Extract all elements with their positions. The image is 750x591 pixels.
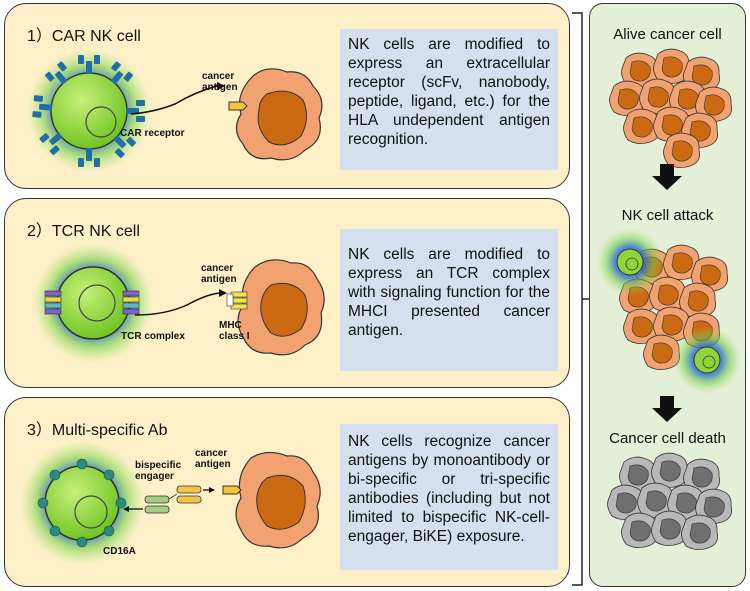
down-arrow-1 — [652, 164, 682, 190]
antigen-label-text-line2: antigen — [195, 459, 231, 470]
antigen-label-text: cancer — [202, 71, 234, 82]
nk-nucleus — [85, 106, 117, 138]
arrow-to-nk — [123, 506, 129, 512]
antigen-label-text-line2: antigen — [202, 82, 238, 93]
outcome-panel: Alive cancer cell NK cell attack Cancer … — [589, 3, 746, 587]
cancer-nucleus — [260, 282, 308, 337]
attacking-nk-cell-2 — [693, 346, 721, 374]
car-nk-description: NK cells are modified to express an extr… — [340, 29, 558, 170]
alive-cancer-cluster — [609, 48, 732, 169]
nk-nucleus — [78, 284, 116, 322]
dead-cell-cluster — [607, 452, 732, 550]
multi-specific-ab-title: 3）Multi-specific Ab — [27, 422, 168, 439]
nk-nucleus — [74, 495, 108, 529]
antigen-label-text: cancer — [201, 263, 233, 274]
cancer-antigen — [222, 485, 242, 495]
cd16a-label: CD16A — [103, 546, 136, 557]
binding-arrow — [130, 85, 218, 115]
mhc-label-text: MHC — [219, 320, 242, 331]
tcr-nk-title: 2）TCR NK cell — [27, 223, 140, 240]
car-nk-title: 1）CAR NK cell — [27, 28, 141, 45]
alive-cancer-title: Alive cancer cell — [613, 26, 722, 43]
arrow-to-antigen — [209, 487, 215, 493]
bispecific-engager — [144, 485, 202, 514]
car-nk-panel: 1）CAR NK cell — [4, 3, 570, 189]
antigen-label-text: cancer — [195, 448, 227, 459]
cancer-nucleus — [256, 474, 306, 530]
antigen-label-text-line2: antigen — [201, 274, 237, 285]
tcr-complex-label: TCR complex — [121, 331, 185, 342]
bracket-connector — [572, 12, 589, 586]
mhc-antigen — [226, 291, 248, 310]
car-receptors — [32, 55, 145, 167]
attacking-nk-cell-1 — [616, 248, 644, 276]
nk-cell — [56, 266, 130, 340]
cancer-nucleus — [257, 90, 307, 146]
down-arrow-2 — [652, 396, 682, 422]
multi-specific-ab-description: NK cells recognize cancer antigens by mo… — [340, 424, 558, 570]
cd16a-receptors — [37, 458, 127, 548]
tcr-complex-left — [44, 290, 62, 315]
cancer-death-title: Cancer cell death — [609, 430, 726, 447]
car-receptor-label: CAR receptor — [120, 128, 185, 139]
outcome-illustration — [596, 48, 741, 550]
cancer-antigen — [228, 101, 248, 111]
mhc-label-text-line2: class I — [219, 331, 250, 342]
tcr-complex-right — [122, 290, 140, 315]
nk-attack-title: NK cell attack — [621, 207, 714, 224]
tcr-nk-description: NK cells are modified to express an TCR … — [340, 229, 558, 371]
engager-label-text: bispecific — [135, 460, 182, 471]
engager-label-text-line2: engager — [135, 471, 174, 482]
binding-arrow — [134, 292, 220, 316]
